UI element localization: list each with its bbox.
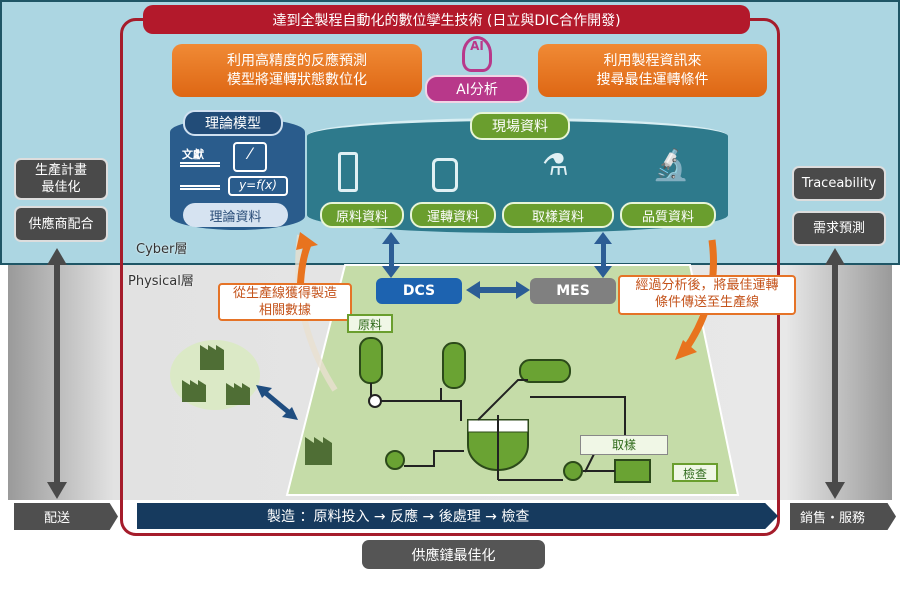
graph-icon: ⁄ [233,142,267,172]
reactor-icon [432,158,458,192]
send-conditions-callout: 經過分析後，將最佳運轉條件傳送至生產線 [618,275,796,315]
sales-service-arrow: 銷售・服務 [790,503,896,530]
main-title: 達到全製程自動化的數位孿生技術 (日立與DIC合作開發) [143,5,750,34]
tank-3 [519,359,571,383]
operation-data: 運轉資料 [410,202,496,228]
flask-icon: ⚗ [542,148,569,183]
ai-analysis-badge: AI分析 [425,75,529,103]
theory-model-label: 理論模型 [183,110,283,136]
books-icon [180,162,220,190]
raw-material-data: 原料資料 [320,202,404,228]
dcs-box: DCS [376,278,462,304]
pump-1 [385,450,405,470]
quality-data: 品質資料 [620,202,716,228]
cyber-layer-label: Cyber層 [136,242,188,257]
sampling-data: 取樣資料 [502,202,614,228]
field-data-label: 現場資料 [470,112,570,140]
production-plan-box: 生產計畫最佳化 [14,158,108,200]
sampling-tag: 取樣 [580,435,668,455]
valve-icon [368,394,382,408]
manufacturing-flow-bar: 製造 ：原料投入 → 反應 → 後處理 → 檢查 [137,503,778,529]
formula-box: y=f(x) [228,176,288,196]
factory-icons [182,345,332,465]
raw-material-tag: 原料 [347,314,393,333]
pump-2 [563,461,583,481]
collect-data-callout: 從生產線獲得製造相關數據 [218,283,352,321]
ai-head-icon: AI [462,36,492,72]
supply-chain-optimization: 供應鏈最佳化 [362,540,545,569]
demand-forecast-box: 需求預測 [792,211,886,246]
microscope-icon: 🔬 [652,148,690,183]
inspection-tag: 檢查 [672,463,718,482]
tank-2 [442,342,466,389]
prediction-model-box: 利用高精度的反應預測模型將運轉狀態數位化 [172,44,422,97]
document-label: 文獻 [182,148,204,161]
delivery-arrow: 配送 [14,503,118,530]
traceability-box: Traceability [792,166,886,201]
optimization-box: 利用製程資訊來搜尋最佳運轉條件 [538,44,767,97]
drum-icon [338,152,358,192]
supplier-box: 供應商配合 [14,206,108,242]
physical-layer-label: Physical層 [128,274,194,289]
theory-data-label: 理論資料 [183,203,288,227]
factory-link-arrow [260,388,294,417]
mes-box: MES [530,278,616,304]
